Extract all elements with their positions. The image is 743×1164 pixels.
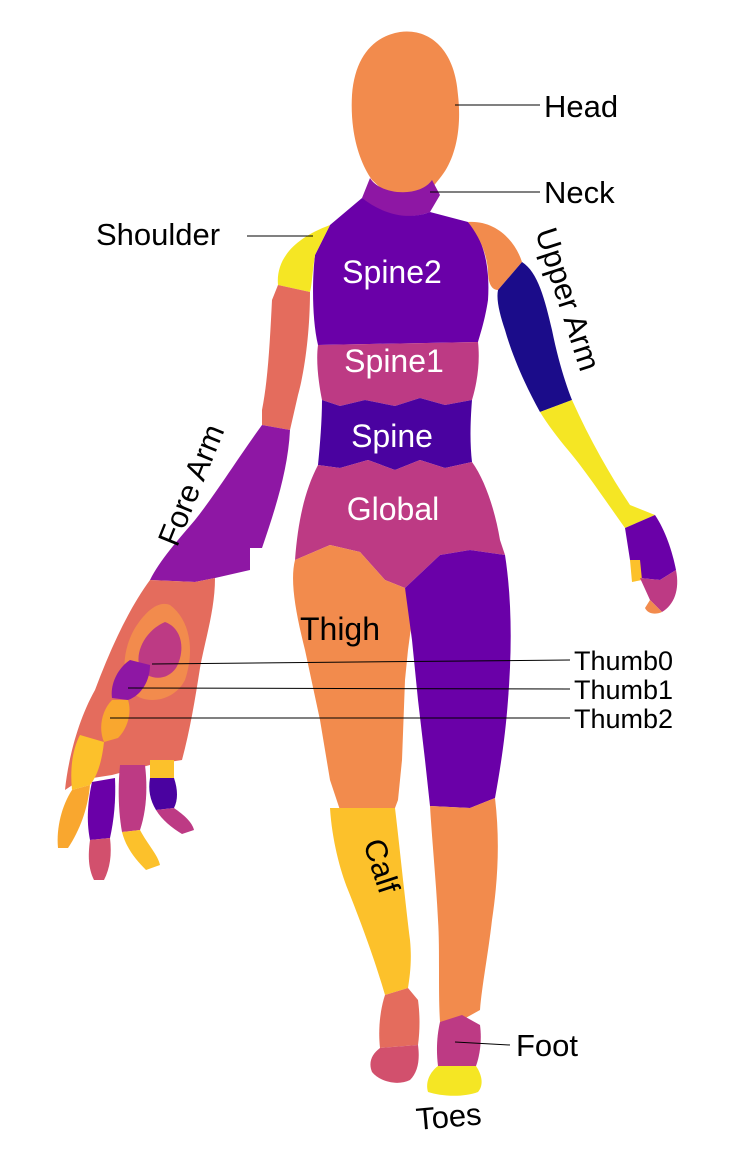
label-shoulder: Shoulder (96, 217, 220, 252)
segment-calf-left (330, 808, 411, 995)
segment-finger-3-tip-left (122, 830, 160, 870)
segment-finger-2-left (87, 778, 116, 840)
label-thumb1: Thumb1 (574, 675, 673, 705)
label-spine: Spine (351, 418, 433, 454)
segment-upper-arm-right (497, 262, 572, 412)
segment-calf-right (430, 798, 498, 1022)
body-figure (57, 31, 678, 1096)
segment-upper-arm-left (262, 285, 310, 430)
label-toes: Toes (415, 1096, 483, 1137)
segment-forearm-left (150, 425, 290, 582)
segment-finger-4-tip-left (156, 808, 194, 834)
segment-spine2 (313, 198, 489, 345)
segment-shoulder-right (468, 221, 522, 290)
segment-finger-4-mid-left (149, 778, 177, 810)
segment-finger-1-tip-left (57, 785, 90, 848)
segment-hand-right-fingers (640, 570, 678, 612)
segment-hand-right-thumb (630, 560, 642, 582)
label-thigh: Thigh (300, 611, 380, 647)
foot-leader-line (454, 1041, 511, 1046)
segment-thumb2-left (101, 700, 130, 742)
segment-head (351, 31, 460, 199)
label-global: Global (347, 491, 440, 527)
thumb1-leader-line (127, 687, 571, 690)
segment-finger-1-left (71, 735, 104, 790)
segment-global (295, 460, 505, 588)
segment-toes-right (427, 1066, 482, 1096)
thumb0-leader-line (151, 659, 571, 665)
segment-foot-right (436, 1015, 481, 1066)
segment-thigh-right (405, 550, 511, 808)
segment-finger-2-tip-left (88, 838, 111, 880)
label-spine2: Spine2 (342, 254, 442, 290)
segment-finger-3-left (118, 765, 147, 832)
segment-spine (318, 398, 472, 470)
segment-forearm-right (540, 400, 655, 528)
segment-neck (362, 178, 440, 217)
label-neck: Neck (544, 175, 615, 210)
segment-shoulder-left (277, 225, 330, 292)
segment-thigh-left (293, 545, 412, 810)
label-spine1: Spine1 (344, 343, 444, 379)
segment-thumb1-left (111, 660, 150, 700)
segment-finger-4-left (150, 760, 174, 778)
label-thumb2: Thumb2 (574, 704, 673, 734)
leader-lines (110, 104, 571, 1046)
segment-spine1 (317, 342, 479, 406)
segment-foot-left (379, 988, 420, 1048)
label-thumb0: Thumb0 (574, 646, 673, 676)
segment-toes-left (370, 1045, 419, 1083)
label-head: Head (544, 89, 618, 124)
label-foot: Foot (516, 1028, 578, 1063)
segment-hand-right-fingertips (645, 600, 662, 614)
